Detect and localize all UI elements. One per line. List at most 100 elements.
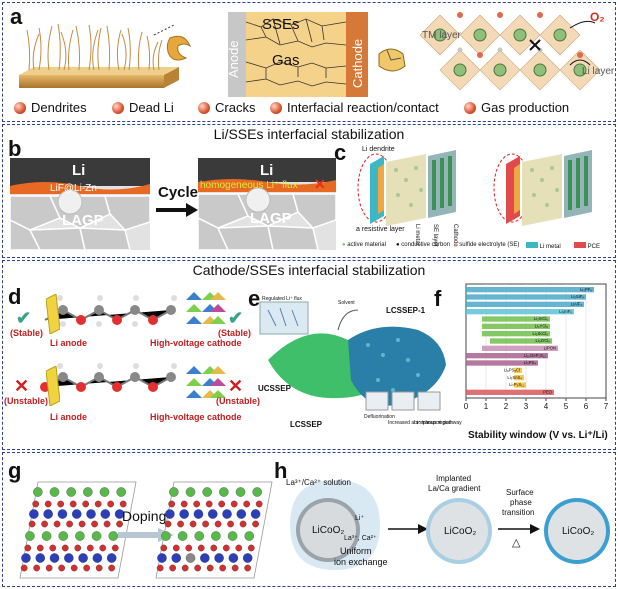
membrane-illustration [259,301,446,411]
sse-diagram [228,12,368,97]
window-label: Li₂PF₆ [580,287,592,292]
h-licoo2-1: LiCoO₂ [312,525,345,536]
d-li-anode-bottom: Li anode [50,412,88,422]
h-solution-label: La³⁺/Ca²⁺ solution [286,478,351,487]
cycle-label: Cycle [158,184,199,201]
window-bar [514,375,524,381]
b-li2-label: Li [260,162,274,179]
window-bar [482,316,550,322]
gas-label: Gas [272,52,300,69]
b-lagp-label: LAGP [62,212,104,229]
check-icon-left: ✔ [16,308,32,328]
cell-stack-left [357,150,456,226]
legend-cracks: Cracks [198,100,255,115]
licoo2-final [544,498,610,564]
window-bar [482,331,550,337]
h-gradient-label: La/Ca gradient [428,484,481,493]
h-licoo2-3: LiCoO₂ [562,526,595,537]
window-bar [466,301,584,307]
licoo2-bath [290,480,380,570]
panel-label-f: f [434,286,442,311]
panel-label-h: h [274,458,288,483]
h-surface-label: Surface [506,488,534,497]
red-ball-icon [198,101,210,114]
window-bar [466,389,554,395]
h-li-label: Li⁺ [355,515,365,522]
x-tick-label: 6 [584,402,589,411]
f-xlabel: Stability window (V vs. Li⁺/Li) [468,430,608,441]
h-implanted-label: Implanted [436,474,472,483]
cycle-arrow-icon [156,203,198,217]
c-legend-pce: PCE [574,242,600,250]
b-lif-label: LiF@Li-Zn [50,183,97,194]
frame-bottom [2,452,616,587]
x-tick-label: 2 [504,402,509,411]
section-title-li: Li/SSEs interfacial stabilization [213,126,405,142]
c-legend-li-metal: Li metal [526,242,561,250]
molecule-unstable [40,363,177,392]
c-legend-active: ● active material [342,242,386,248]
red-ball-icon [464,101,476,114]
molecule-stable [44,295,177,327]
h-uniform-label: Uniform [340,546,372,556]
tm-lattice [420,12,601,91]
e-amorphous-label: Increased amorphous region [388,420,452,426]
cell-stack-right [493,150,592,226]
h-ion-label: ion exchange [334,557,388,567]
panel-label-e: e [248,286,261,311]
exchange-arrow-icon [388,524,428,534]
x-tick-label: 3 [524,402,529,411]
window-label: Li₃SnS₄ [507,375,522,380]
frame-top [2,2,616,122]
panel-label-g: g [8,458,22,483]
window-label: Li₃InCl₆ [534,316,548,321]
stability-chart: Li₂PF₆Li₂SiF₆LiAlF₄Li₃InF₆Li₃InCl₆Li₃YCl… [464,283,609,411]
window-label: Li₃ScCl₆ [533,331,549,336]
red-ball-icon [270,101,282,114]
lattice-before [19,481,137,579]
e-transport-label: Li⁺ transport pathway [414,420,462,426]
li-anode-bottom [46,366,60,406]
x-icon-left: ✕ [14,376,30,396]
h-laca-label: La³⁺, Ca²⁺ [344,535,377,542]
panel-label-b: b [8,136,22,161]
x-tick-label: 7 [604,402,609,411]
h-phase-label: phase [510,498,532,507]
e-ucssep-label: UCSSEP [258,384,291,393]
phase-arrow-icon [498,524,540,534]
window-label: Li₃InF₆ [559,309,572,314]
window-label: Li₇P₃S₁₁ [509,382,524,387]
legend-dendrites: Dendrites [14,100,87,115]
window-label: Li₂ZrCl₆ [536,338,551,343]
doping-arrow-icon [118,528,174,542]
red-x-icon: ✕ [314,176,326,192]
lattice-after [155,481,273,579]
c-resistive-label: a resistive layer [356,226,405,233]
window-label: LiAlF₄ [571,302,583,307]
li-anode-top [46,294,60,334]
window-bar [466,309,574,315]
hv-cathode-bottom [186,366,226,398]
homogeneous-label: homogeneous Li⁺ flux [200,180,298,191]
legend-interfacial: Interfacial reaction/contact [270,100,439,115]
o2-label: O₂ [590,10,605,24]
d-unstable-left: (Unstable) [4,396,49,406]
c-legend-carbon: ● conductive carbon [396,242,450,248]
b-lagp2-label: LAGP [250,210,292,227]
crack-icon [378,48,406,72]
li-layer-label: Li layer [582,66,615,77]
frame-li-section [2,124,616,258]
d-stable-left: (Stable) [10,328,44,338]
e-regulated-label: Regulated Li⁺ flux [262,296,302,302]
e-lcssep-label: LCSSEP [290,420,323,429]
cathode-label: Cathode [350,38,365,88]
check-icon-right: ✔ [228,308,244,328]
window-bar [466,353,548,359]
h-transition-label: transition [502,508,535,517]
window-label: Li₃PS₄ [524,360,537,365]
hv-cathode-top [186,292,226,324]
legend-gas: Gas production [464,100,569,115]
dendrite-illustration [19,23,179,88]
frame-cathode-section [2,260,616,450]
panel-label-d: d [8,284,22,309]
